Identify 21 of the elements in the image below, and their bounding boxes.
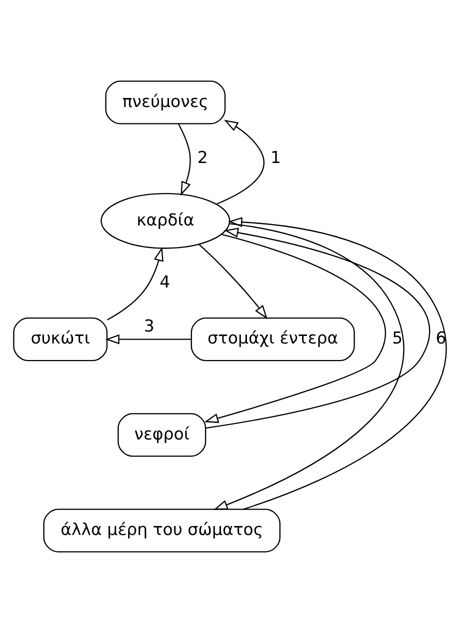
- arrow: [177, 123, 190, 196]
- edge-label: 5: [392, 328, 402, 348]
- edge-label: 1: [270, 147, 281, 166]
- node-box: άλλα μέρη του σώματος: [42, 508, 280, 552]
- arrow: [228, 216, 446, 510]
- edge-label: 2: [196, 147, 208, 166]
- arrow: [198, 244, 268, 319]
- arrow: [216, 119, 264, 204]
- arrow: [104, 334, 191, 344]
- arrow: [106, 246, 163, 320]
- arrow: [213, 222, 404, 510]
- node-box: στομάχι έντερα: [190, 316, 354, 361]
- edge-label: 6: [435, 328, 446, 348]
- node-box: συκώτι: [12, 316, 108, 361]
- arrow: [204, 233, 386, 422]
- edge-label: 3: [143, 316, 154, 335]
- edge-label: 4: [159, 272, 170, 292]
- node-box: πνεύμονες: [104, 80, 226, 124]
- node-box: νεφροί: [117, 412, 206, 456]
- node-ellipse: καρδία: [100, 192, 230, 248]
- arrow: [205, 227, 430, 428]
